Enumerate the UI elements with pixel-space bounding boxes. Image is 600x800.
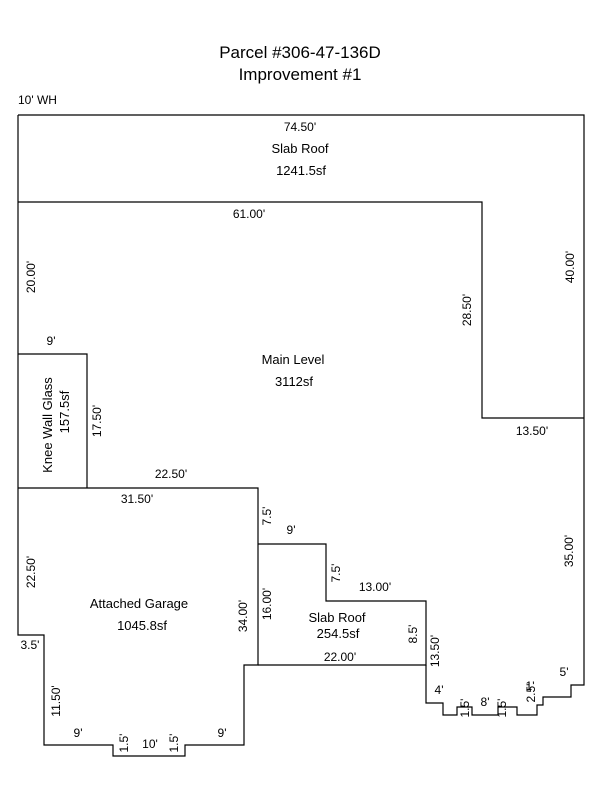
dim-step-4: 4' — [435, 683, 444, 697]
dim-knee-bottom: 22.50' — [155, 467, 187, 481]
garage-area: 1045.8sf — [117, 618, 167, 633]
knee-wall-area: 157.5sf — [57, 390, 72, 433]
slab-roof-2-name: Slab Roof — [308, 610, 365, 625]
dim-right-upper: 40.00' — [563, 251, 577, 283]
dim-jog-c-vertical: 8.5' — [406, 625, 420, 644]
dim-left-upper: 20.00' — [24, 261, 38, 293]
dim-top: 74.50' — [284, 120, 316, 134]
dim-garage-left: 22.50' — [24, 556, 38, 588]
dim-notch-bottom: 10' — [142, 737, 158, 751]
dim-step-1-5-b: 1.5' — [495, 699, 509, 718]
dim-garage-bottom-left: 9' — [74, 726, 83, 740]
dim-jog-a-vertical: 7.5' — [260, 507, 274, 526]
main-level-name: Main Level — [262, 352, 325, 367]
garage-name: Attached Garage — [90, 596, 188, 611]
dim-notch-left: 1.5' — [117, 734, 131, 753]
improvement-subtitle: Improvement #1 — [238, 65, 362, 84]
dim-garage-top: 31.50' — [121, 492, 153, 506]
dim-knee-top: 9' — [47, 334, 56, 348]
dim-step-8: 8' — [481, 695, 490, 709]
main-level-area: 3112sf — [275, 374, 313, 389]
dim-main-top: 61.00' — [233, 207, 265, 221]
parcel-title: Parcel #306-47-136D — [219, 43, 381, 62]
dim-garage-right: 34.00' — [236, 600, 250, 632]
dim-slab-bottom: 22.00' — [324, 650, 356, 664]
dim-jog-a-horizontal: 9' — [287, 523, 296, 537]
dim-step-2-5: 2.5' — [524, 684, 538, 703]
dim-knee-right: 17.50' — [90, 405, 104, 437]
knee-wall-name: Knee Wall Glass — [40, 377, 55, 473]
dim-jog-c-right: 13.50' — [428, 635, 442, 667]
dim-notch-right: 1.5' — [167, 734, 181, 753]
dim-jog-b-horizontal: 13.00' — [359, 580, 391, 594]
building-outline — [17, 114, 585, 757]
slab-roof-2-area: 254.5sf — [317, 626, 360, 641]
knee-wall-box — [18, 353, 88, 488]
dim-step-1: 1' — [526, 679, 535, 693]
slab-roof-name: Slab Roof — [271, 141, 328, 156]
dim-step-1-5-a: 1.5' — [458, 699, 472, 718]
main-level-jogs — [258, 543, 427, 666]
dim-garage-jog: 3.5' — [21, 638, 40, 652]
dim-step-right: 13.50' — [516, 424, 548, 438]
wall-height-label: 10' WH — [18, 93, 57, 107]
dim-slab-left: 16.00' — [260, 588, 274, 620]
dim-garage-bottom-right: 9' — [218, 726, 227, 740]
dim-inner-right: 28.50' — [460, 294, 474, 326]
slab-roof-area: 1241.5sf — [276, 163, 326, 178]
slab-roof-divider — [18, 201, 584, 419]
dim-step-5: 5' — [560, 665, 569, 679]
dim-garage-lower-left: 11.50' — [49, 685, 63, 716]
dim-right-lower: 35.00' — [562, 535, 576, 567]
dim-jog-b-vertical: 7.5' — [329, 564, 343, 583]
